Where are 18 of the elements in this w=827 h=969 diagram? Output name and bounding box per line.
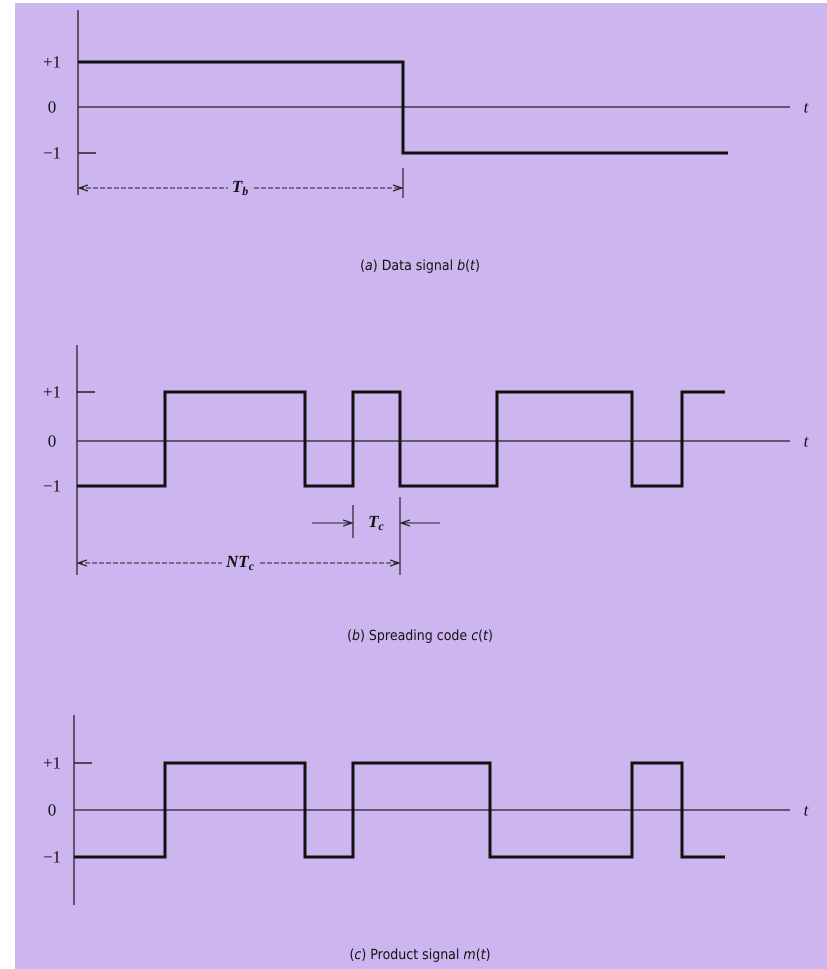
tick-label: −1 [42, 144, 62, 162]
tick-label: +1 [42, 754, 62, 772]
dimension-label: T$_{b}$ [228, 178, 252, 198]
tick-label: −1 [42, 478, 62, 494]
caption: (b) Spreading code c(t) [347, 629, 493, 643]
tick-label: +1 [42, 384, 62, 400]
dimension-label: T$_{c}$ [368, 513, 384, 533]
tick-label: 0 [48, 432, 56, 450]
axis-label: t [804, 802, 808, 818]
dimension-label: NT$_{c}$ [222, 553, 258, 573]
caption: (a) Data signal b(t) [360, 259, 480, 273]
tick-label: −1 [42, 848, 62, 866]
caption: (c) Product signal m(t) [350, 948, 490, 962]
axis-label: t [804, 432, 808, 450]
tick-label: 0 [48, 98, 56, 116]
tick-label: 0 [48, 802, 56, 818]
axis-label: t [804, 98, 808, 116]
tick-label: +1 [42, 54, 62, 70]
